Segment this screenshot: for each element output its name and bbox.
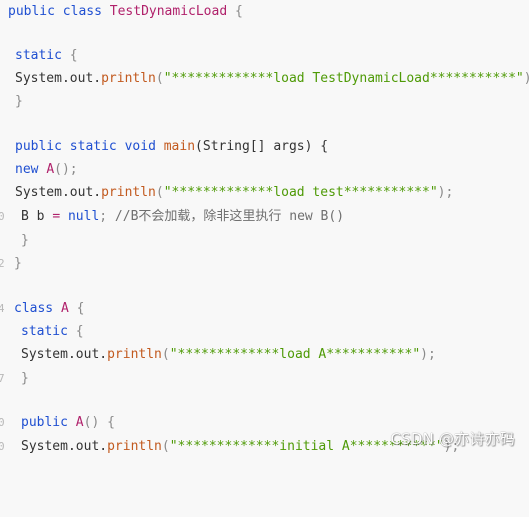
code-line: 7 } <box>0 369 529 389</box>
code-line-content: System.out.println("*************load Te… <box>15 69 529 89</box>
code-line: new A(); <box>0 160 529 180</box>
token-space <box>53 301 61 316</box>
token-operator: = <box>52 209 61 224</box>
token-punctuation: } <box>21 371 29 386</box>
token-identifier: B b <box>21 209 53 224</box>
line-number: 0 <box>0 210 4 223</box>
token-space <box>68 415 76 430</box>
token-keyword: static <box>15 48 62 63</box>
token-space <box>55 4 63 19</box>
token-identifier: System.out. <box>21 439 108 454</box>
token-string: "*************load TestDynamicLoad******… <box>163 71 524 86</box>
code-line-content: B b = null; //B不会加载，除非这里执行 new B() <box>21 207 344 227</box>
token-space <box>62 139 70 154</box>
token-space <box>102 4 110 19</box>
token-punctuation: ( <box>155 185 164 200</box>
code-line: 0 B b = null; //B不会加载，除非这里执行 new B() <box>0 207 529 227</box>
token-string: "*************load test***********" <box>163 185 438 200</box>
token-punctuation: (); <box>54 162 78 177</box>
token-punctuation: { <box>227 4 243 19</box>
token-identifier: System.out. <box>15 185 102 200</box>
code-line-content: System.out.println("*************load A*… <box>21 345 436 365</box>
token-space <box>156 139 164 154</box>
token-method: main <box>163 139 196 154</box>
line-number: 0 <box>0 440 4 453</box>
token-keyword: public <box>15 139 62 154</box>
code-line: System.out.println("*************load A*… <box>0 345 529 365</box>
line-number: 2 <box>0 257 4 270</box>
code-line: } <box>0 231 529 251</box>
code-line: public static void main(String[] args) { <box>0 137 529 157</box>
line-number: 4 <box>0 302 4 315</box>
token-method: println <box>107 347 162 362</box>
token-class-name: A <box>60 301 69 316</box>
token-keyword: class <box>62 4 102 19</box>
code-line-content: public class TestDynamicLoad { <box>8 2 243 22</box>
code-line: static { <box>0 322 529 342</box>
token-keyword: public <box>21 415 68 430</box>
code-line-content: static { <box>21 322 84 342</box>
token-string: "*************load A***********" <box>169 347 421 362</box>
token-punctuation: } <box>21 233 29 248</box>
token-punctuation: ); <box>524 71 529 86</box>
code-line-content: public static void main(String[] args) { <box>15 137 328 157</box>
token-punctuation: } <box>14 256 22 271</box>
token-punctuation: ); <box>437 185 454 200</box>
token-identifier: System.out. <box>21 347 108 362</box>
token-punctuation: ); <box>420 347 436 362</box>
token-punctuation: ( <box>161 347 170 362</box>
code-line: public class TestDynamicLoad { <box>0 2 529 22</box>
code-line: System.out.println("*************load te… <box>0 183 529 203</box>
token-params: (String[] args) { <box>195 139 329 154</box>
token-punctuation: { <box>61 48 78 63</box>
token-punctuation: ( <box>155 71 164 86</box>
token-keyword: new <box>15 162 39 177</box>
code-line: 0 public A() { <box>0 413 529 433</box>
token-method: println <box>107 439 162 454</box>
token-keyword: class <box>14 301 54 316</box>
csdn-watermark: CSDN @亦诗亦码 <box>390 430 515 448</box>
code-line-content: System.out.println("*************load te… <box>15 183 453 203</box>
token-punctuation: ); <box>443 439 460 454</box>
code-line: 4 class A { <box>0 299 529 319</box>
token-method: println <box>101 185 156 200</box>
code-line-content: new A(); <box>15 160 78 180</box>
token-string: "*************initial A***********" <box>169 439 444 454</box>
token-punctuation: { <box>67 324 84 339</box>
token-keyword: public <box>8 4 55 19</box>
token-punctuation: ; <box>99 209 108 224</box>
token-keyword: null <box>67 209 100 224</box>
code-line-content: System.out.println("*************initial… <box>21 437 459 457</box>
code-line-content: static { <box>15 46 78 66</box>
token-space <box>60 209 68 224</box>
token-class-name: A <box>75 415 84 430</box>
code-line-content: class A { <box>14 299 84 319</box>
code-line: } <box>0 92 529 112</box>
token-space <box>117 139 125 154</box>
token-punctuation: { <box>68 301 85 316</box>
token-method: println <box>101 71 156 86</box>
token-punctuation: ( <box>161 439 170 454</box>
line-number: 0 <box>0 416 4 429</box>
token-keyword: void <box>124 139 156 154</box>
token-punctuation: } <box>15 94 23 109</box>
code-line: static { <box>0 46 529 66</box>
token-keyword: static <box>69 139 117 154</box>
token-identifier: System.out. <box>15 71 102 86</box>
code-line: 0 System.out.println("*************initi… <box>0 437 529 457</box>
line-number: 7 <box>0 372 4 385</box>
token-class-name: TestDynamicLoad <box>109 4 228 19</box>
code-line: System.out.println("*************load Te… <box>0 69 529 89</box>
token-comment: //B不会加载，除非这里执行 new B() <box>107 209 345 224</box>
token-punctuation: () { <box>83 415 115 430</box>
token-keyword: static <box>21 324 68 339</box>
code-editor: public class TestDynamicLoad { static { … <box>0 2 529 457</box>
token-class-name: A <box>46 162 55 177</box>
code-line: 2 } <box>0 254 529 274</box>
code-line-content: public A() { <box>21 413 115 433</box>
